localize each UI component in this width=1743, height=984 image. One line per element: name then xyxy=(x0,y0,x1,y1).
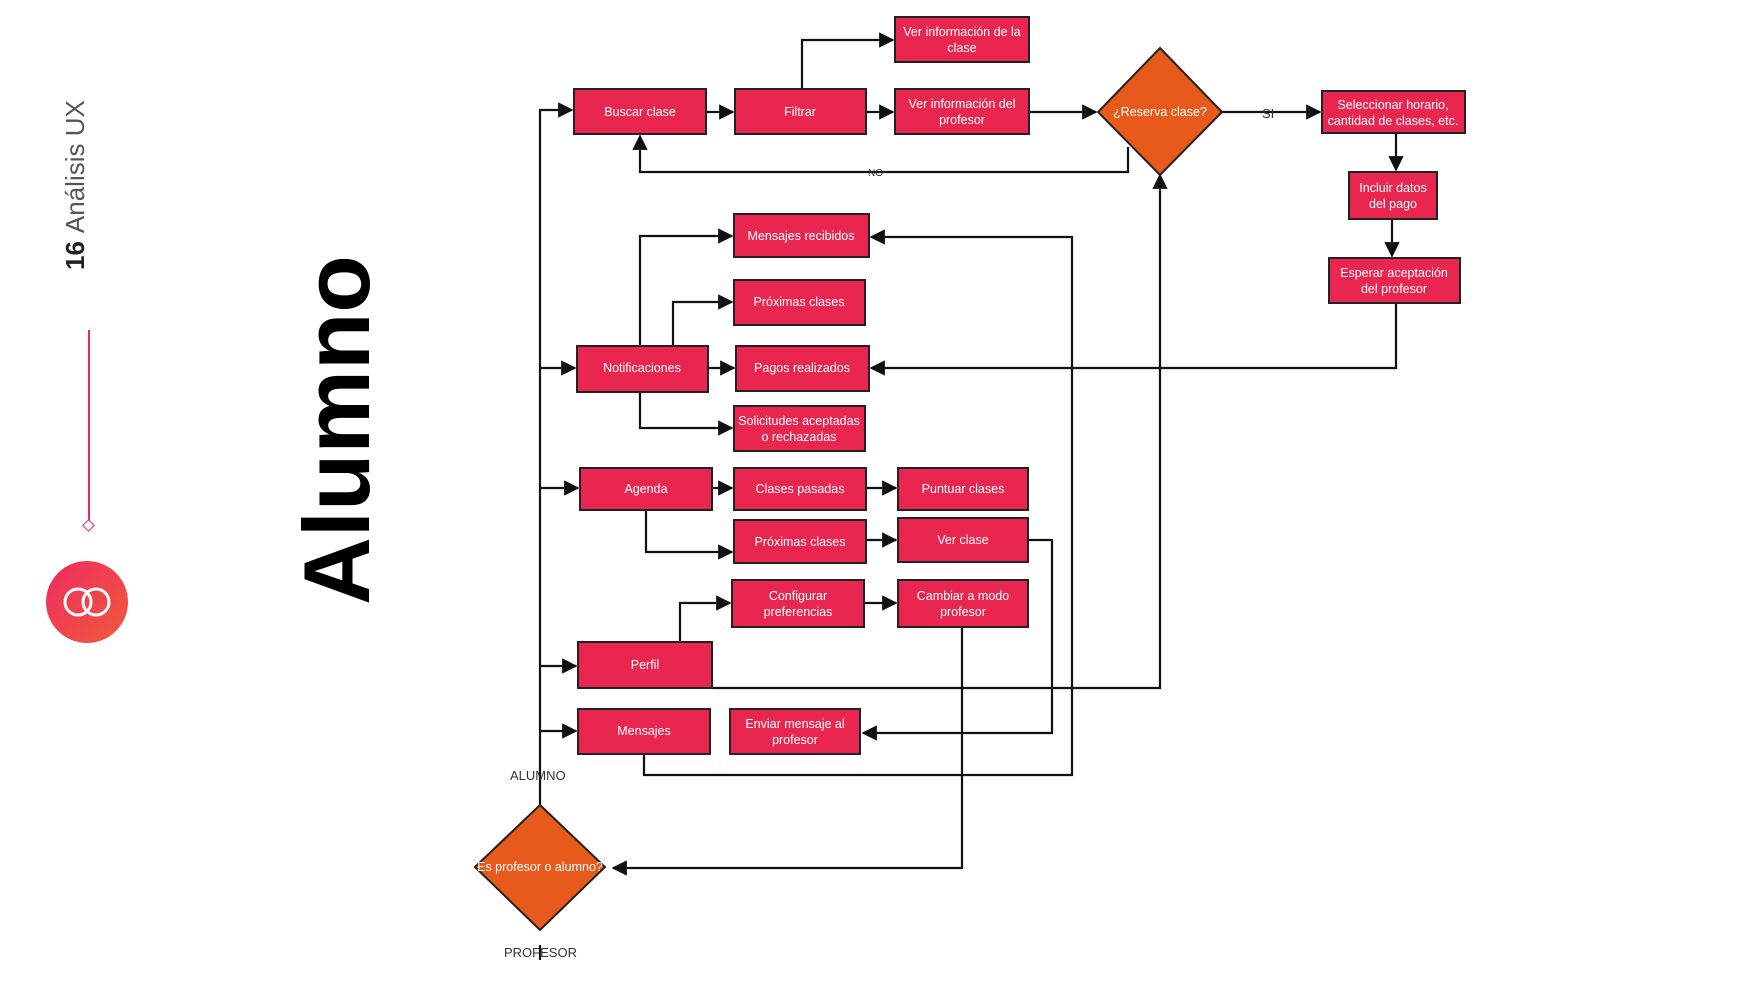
svg-text:profesor: profesor xyxy=(939,113,985,127)
svg-text:Incluir datos: Incluir datos xyxy=(1359,181,1426,195)
label-no: NO xyxy=(868,168,883,179)
timeline-line xyxy=(88,330,90,525)
svg-text:Clases pasadas: Clases pasadas xyxy=(756,482,845,496)
decision-reserva-clase: ¿Reserva clase? xyxy=(1096,46,1224,177)
box-perfil: Perfil xyxy=(577,641,713,689)
svg-text:Agenda: Agenda xyxy=(624,482,667,496)
svg-text:o rechazadas: o rechazadas xyxy=(761,430,836,444)
box-puntuar-clases: Puntuar clases xyxy=(897,467,1029,511)
box-proximas-clases-agenda: Próximas clases xyxy=(733,519,867,564)
svg-text:Ver información del: Ver información del xyxy=(908,97,1015,111)
svg-text:Próximas clases: Próximas clases xyxy=(754,295,845,309)
svg-text:del pago: del pago xyxy=(1369,197,1417,211)
svg-text:Buscar clase: Buscar clase xyxy=(604,105,676,119)
svg-text:Esperar aceptación: Esperar aceptación xyxy=(1340,266,1448,280)
svg-text:Enviar mensaje al: Enviar mensaje al xyxy=(745,717,844,731)
svg-text:clase: clase xyxy=(947,41,976,55)
svg-text:¿Reserva clase?: ¿Reserva clase? xyxy=(1113,105,1207,119)
label-si: SI xyxy=(1262,106,1274,121)
box-ver-info-clase: Ver información de la clase xyxy=(894,16,1030,63)
svg-text:Ver clase: Ver clase xyxy=(937,533,988,547)
svg-text:Seleccionar horario,: Seleccionar horario, xyxy=(1337,98,1448,112)
box-cambiar-modo-profesor: Cambiar a modo profesor xyxy=(897,579,1029,628)
decision-profesor-alumno: Es profesor o alumno? xyxy=(473,803,607,932)
box-notificaciones: Notificaciones xyxy=(576,345,709,393)
box-proximas-clases-notif: Próximas clases xyxy=(733,279,866,326)
box-buscar-clase: Buscar clase xyxy=(573,88,707,135)
svg-text:del profesor: del profesor xyxy=(1361,282,1427,296)
box-clases-pasadas: Clases pasadas xyxy=(733,467,867,511)
box-mensajes: Mensajes xyxy=(577,708,711,755)
box-pagos-realizados: Pagos realizados xyxy=(735,345,870,392)
infinity-logo-icon xyxy=(46,561,128,643)
svg-text:Próximas clases: Próximas clases xyxy=(755,535,846,549)
svg-text:Mensajes recibidos: Mensajes recibidos xyxy=(748,229,855,243)
svg-text:Perfil: Perfil xyxy=(631,658,659,672)
box-enviar-mensaje: Enviar mensaje al profesor xyxy=(729,708,861,755)
svg-text:profesor: profesor xyxy=(940,605,986,619)
svg-text:cantidad de clases, etc.: cantidad de clases, etc. xyxy=(1328,114,1459,128)
label-profesor: PROFESOR xyxy=(504,945,577,960)
box-solicitudes: Solicitudes aceptadas o rechazadas xyxy=(733,405,866,452)
svg-text:Ver información de la: Ver información de la xyxy=(903,25,1020,39)
svg-text:Filtrar: Filtrar xyxy=(784,105,816,119)
svg-text:profesor: profesor xyxy=(772,733,818,747)
svg-text:Puntuar clases: Puntuar clases xyxy=(922,482,1005,496)
label-alumno: ALUMNO xyxy=(510,768,566,783)
box-agenda: Agenda xyxy=(579,467,713,511)
svg-text:Notificaciones: Notificaciones xyxy=(603,361,681,375)
svg-text:Es profesor o alumno?: Es profesor o alumno? xyxy=(477,860,603,874)
svg-text:preferencias: preferencias xyxy=(764,605,833,619)
box-esperar-aceptacion: Esperar aceptación del profesor xyxy=(1328,257,1461,304)
svg-text:Pagos realizados: Pagos realizados xyxy=(754,361,850,375)
svg-text:Configurar: Configurar xyxy=(769,589,827,603)
box-seleccionar-horario: Seleccionar horario, cantidad de clases,… xyxy=(1321,90,1466,134)
connectors xyxy=(538,32,1404,960)
svg-text:Cambiar a modo: Cambiar a modo xyxy=(917,589,1009,603)
box-ver-info-profesor: Ver información del profesor xyxy=(894,88,1030,135)
box-configurar-preferencias: Configurar preferencias xyxy=(731,579,865,628)
box-mensajes-recibidos: Mensajes recibidos xyxy=(733,213,870,258)
svg-text:Solicitudes aceptadas: Solicitudes aceptadas xyxy=(738,414,860,428)
box-incluir-datos-pago: Incluir datos del pago xyxy=(1348,171,1438,220)
svg-text:Mensajes: Mensajes xyxy=(617,724,671,738)
box-ver-clase: Ver clase xyxy=(897,517,1029,563)
box-filtrar: Filtrar xyxy=(734,88,867,135)
